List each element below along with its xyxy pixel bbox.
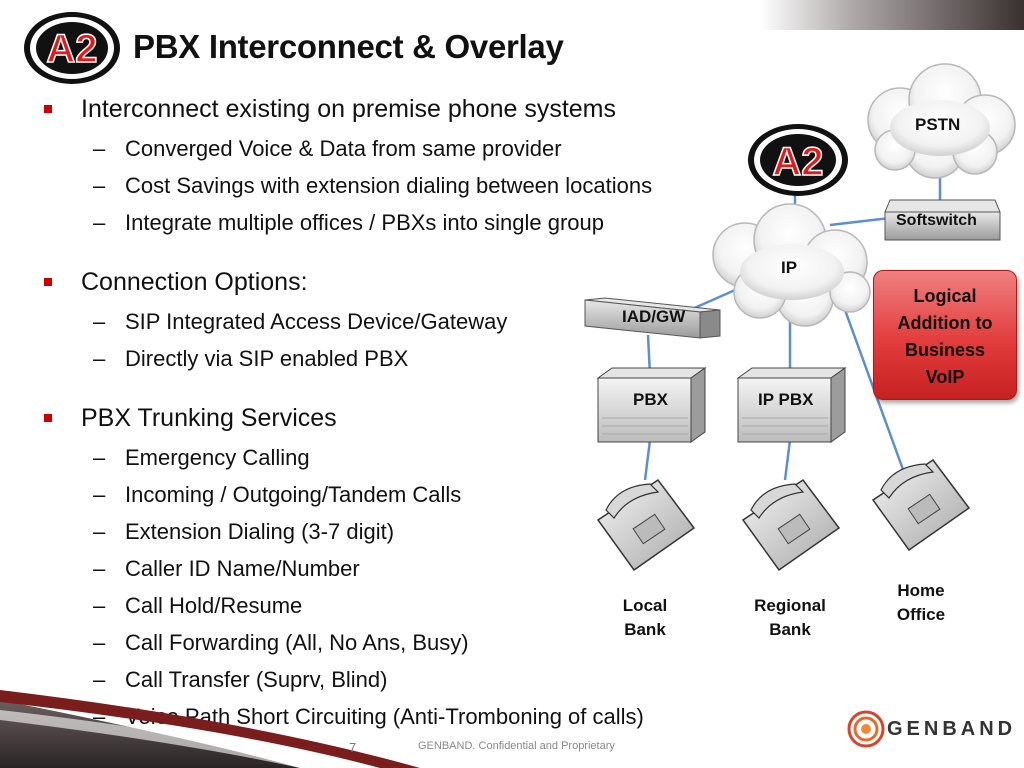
bullet-square-icon bbox=[44, 105, 52, 113]
ip-cloud bbox=[712, 203, 871, 327]
page-number: 7 bbox=[349, 740, 357, 755]
pbx-label: PBX bbox=[633, 390, 668, 409]
a2-diagram-logo-text: A2 bbox=[772, 140, 823, 184]
logical-addition-text: Logical Addition to Business VoIP bbox=[897, 286, 993, 387]
pstn-label: PSTN bbox=[915, 115, 961, 134]
phone-icon-home-office bbox=[871, 458, 971, 552]
a2-diagram-logo: A2 bbox=[748, 124, 848, 196]
genband-logo-icon bbox=[847, 710, 885, 748]
header-city-band bbox=[760, 0, 1024, 30]
bullet-heading: Interconnect existing on premise phone s… bbox=[81, 95, 616, 123]
page-title: PBX Interconnect & Overlay bbox=[133, 28, 564, 65]
a2-logo: A2 bbox=[24, 12, 120, 84]
ip-label: IP bbox=[781, 258, 798, 277]
bullet-square-icon bbox=[44, 278, 52, 286]
softswitch-label: Softswitch bbox=[896, 212, 977, 229]
genband-wordmark: GENBAND bbox=[887, 718, 1017, 740]
footer-swoosh bbox=[0, 690, 420, 768]
softswitch-device bbox=[884, 199, 1001, 241]
pbx-box bbox=[596, 367, 707, 443]
network-diagram: A2 bbox=[584, 63, 1016, 572]
ip-pbx-label: IP PBX bbox=[758, 390, 814, 409]
a2-logo-text: A2 bbox=[46, 27, 97, 71]
phone-icon-regional-bank bbox=[741, 478, 841, 572]
bullet-square-icon bbox=[44, 414, 52, 422]
bullet-heading: PBX Trunking Services bbox=[81, 404, 337, 432]
bullet-heading: Connection Options: bbox=[81, 268, 308, 296]
iad-gw-device bbox=[584, 297, 721, 339]
phone-icon-local-bank bbox=[596, 478, 696, 572]
footer-confidential-text: GENBAND. Confidential and Proprietary bbox=[418, 740, 615, 752]
logical-addition-callout: Logical Addition to Business VoIP bbox=[873, 270, 1017, 400]
ip-pbx-box bbox=[736, 367, 847, 443]
pstn-cloud bbox=[867, 63, 1016, 179]
iad-gw-label: IAD/GW bbox=[622, 307, 686, 326]
